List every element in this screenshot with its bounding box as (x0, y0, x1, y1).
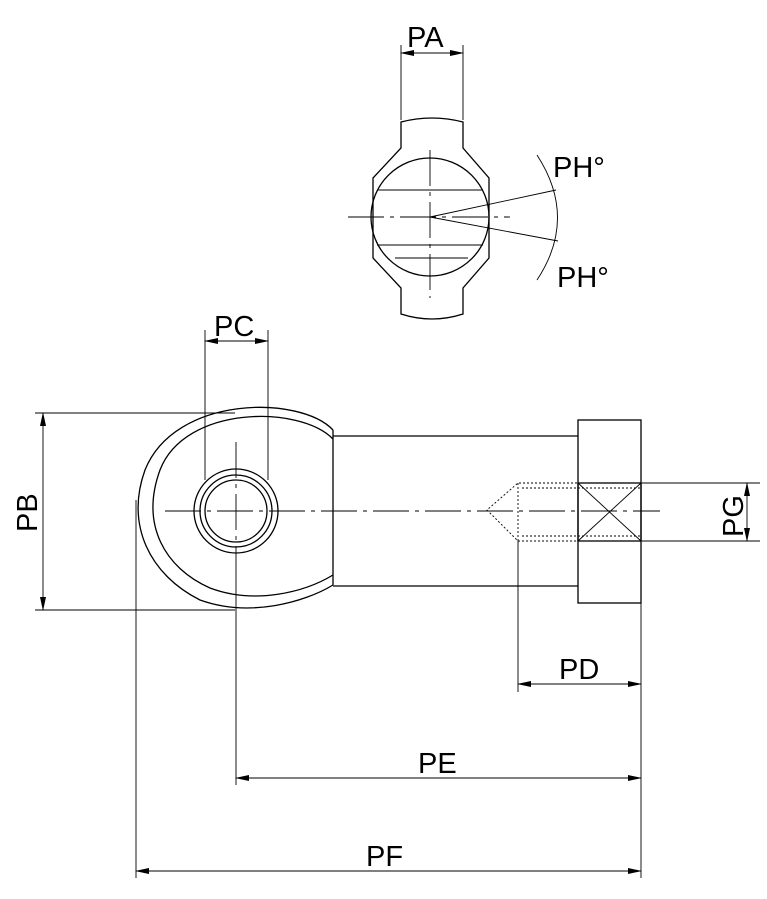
label-pe: PE (418, 748, 457, 780)
label-pf: PF (366, 841, 403, 873)
label-pb: PB (12, 493, 44, 532)
label-pa: PA (407, 22, 444, 54)
label-pg: PG (718, 495, 750, 537)
angle-ray-upper (429, 189, 557, 218)
eye-head-outer (137, 406, 334, 609)
label-pc: PC (214, 311, 254, 343)
top-view (348, 45, 559, 320)
eye-bore-inner (204, 479, 268, 543)
label-ph-bottom: PH° (557, 262, 609, 294)
hex-flat (577, 482, 642, 542)
front-view (137, 406, 660, 609)
label-ph-top: PH° (553, 152, 605, 184)
label-pd: PD (559, 654, 599, 686)
top-view-outline (372, 117, 490, 320)
angle-arc (536, 154, 558, 281)
thread-bore-hidden (486, 482, 641, 542)
labels: PA PH° PH° PC PB PG PD PE PF (12, 22, 750, 873)
eye-head-inner (152, 415, 334, 597)
dimensions (35, 330, 760, 878)
angle-ray-lower (429, 216, 559, 242)
